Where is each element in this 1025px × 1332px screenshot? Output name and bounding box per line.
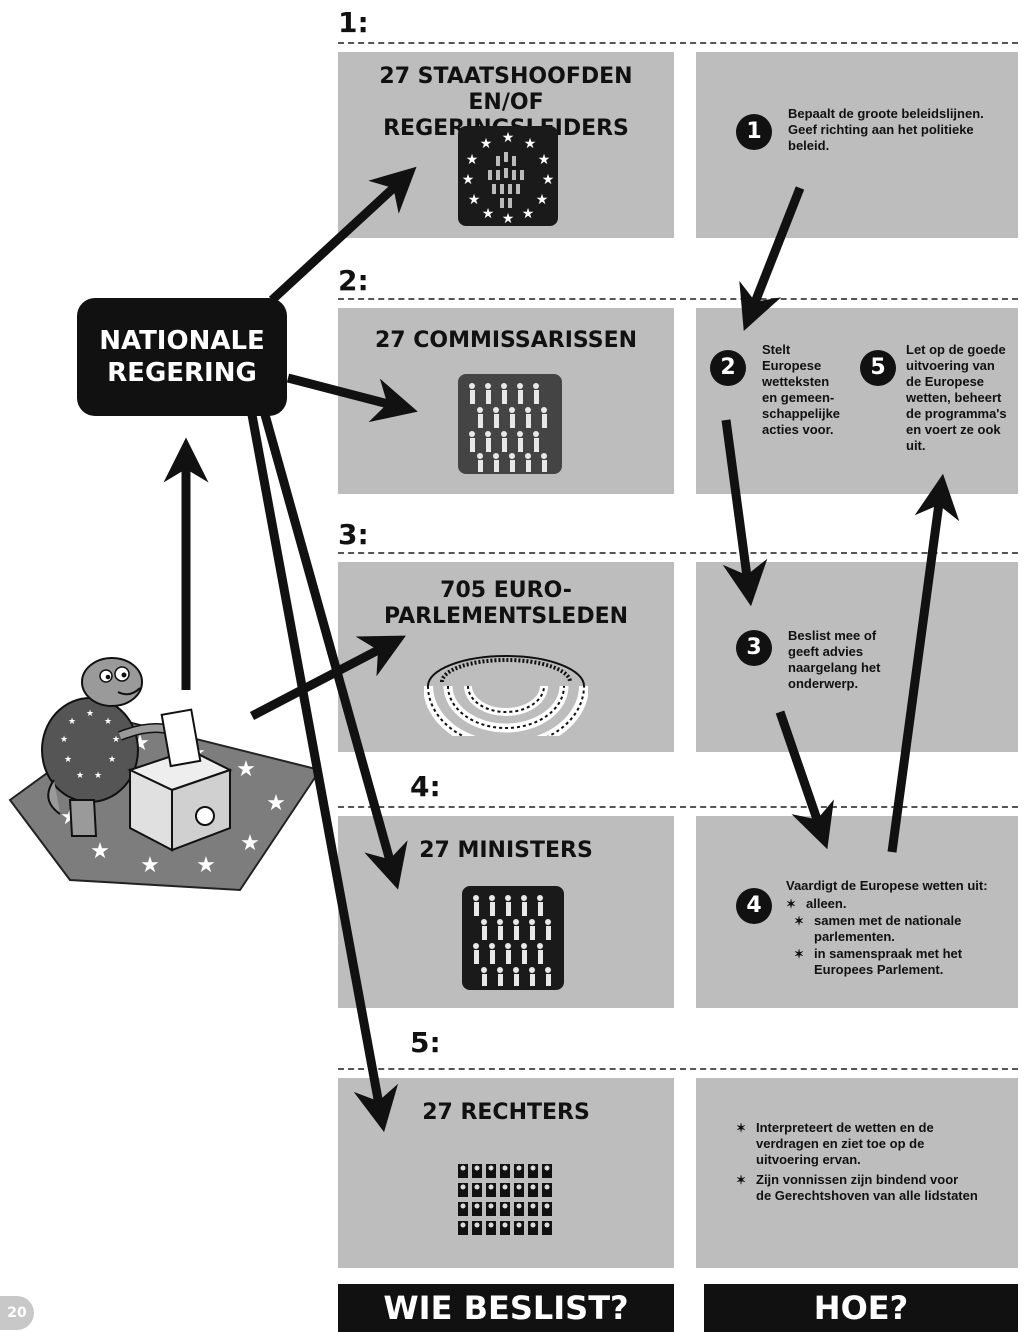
step-badge-2: 2 [710, 350, 746, 386]
footer-how: HOE? [704, 1284, 1018, 1332]
parliament-hemicycle-icon [424, 655, 588, 736]
step-3-text: Beslist mee of geeft advies naargelang h… [788, 628, 881, 691]
section-divider [338, 298, 1018, 300]
section-3-how-panel: 3 Beslist mee of geeft advies naargelang… [696, 562, 1018, 752]
step-2-text: Stelt Europese wetteksten en gemeen- sch… [762, 342, 841, 437]
section-divider [338, 1068, 1018, 1070]
svg-text:★: ★ [140, 853, 160, 878]
svg-text:★: ★ [522, 206, 535, 222]
footer-who-decides: WIE BESLIST? [338, 1284, 674, 1332]
section-5-how-panel: Interpreteert de wetten en de verdragen … [696, 1078, 1018, 1268]
svg-text:★: ★ [108, 755, 116, 765]
page-number: 20 [0, 1296, 34, 1330]
step-badge-3: 3 [736, 630, 772, 666]
arrow-to-section-1 [268, 166, 417, 304]
judges-grid-icon [458, 1164, 552, 1235]
svg-text:★: ★ [462, 172, 475, 188]
svg-text:★: ★ [482, 206, 495, 222]
svg-text:★: ★ [240, 831, 260, 856]
section-2-how-panel: 2 Stelt Europese wetteksten en gemeen- s… [696, 308, 1018, 494]
svg-text:★: ★ [266, 791, 286, 816]
arrow-step-3-to-4 [775, 710, 834, 850]
section-divider [338, 42, 1018, 44]
svg-text:★: ★ [104, 717, 112, 727]
svg-text:★: ★ [480, 136, 493, 152]
arrow-to-section-4 [257, 402, 408, 890]
step-4-bullet: alleen. [786, 896, 1006, 912]
svg-text:★: ★ [60, 735, 68, 745]
arrow-to-section-2 [286, 373, 418, 423]
arrow-step-4-to-5 [887, 473, 960, 853]
svg-text:★: ★ [468, 192, 481, 208]
step-4-bullet: in samenspraak met het Europees Parlemen… [794, 946, 1006, 978]
people-group-icon [462, 886, 564, 990]
svg-text:★: ★ [524, 136, 537, 152]
step-badge-4: 4 [736, 888, 772, 924]
section-3-title: 705 EURO- PARLEMENTSLEDEN [383, 578, 629, 629]
section-5-title: 27 RECHTERS [422, 1100, 590, 1125]
arrow-to-section-3 [249, 635, 406, 720]
arrow-to-section-5 [245, 403, 399, 1133]
svg-text:★: ★ [90, 839, 110, 864]
section-5-bullet: Interpreteert de wetten en de verdragen … [736, 1120, 1006, 1168]
section-number-4: 4: [410, 770, 441, 803]
svg-text:★: ★ [112, 735, 120, 745]
section-4-how-panel: 4 Vaardigt de Europese wetten uit: allee… [696, 816, 1018, 1008]
step-4-bullets: alleen. samen met de nationale parlement… [786, 896, 1006, 979]
national-government-box: NATIONALE REGERING [77, 298, 287, 416]
svg-text:★: ★ [86, 709, 94, 719]
section-divider [338, 806, 1018, 808]
arrow-step-1-to-2 [739, 186, 805, 331]
eu-stars-people-icon: ★★★★ ★★★★ ★★★★ [458, 126, 558, 226]
step-5-text: Let op de goede uitvoering van de Europe… [906, 342, 1007, 453]
section-4-title: 27 MINISTERS [419, 838, 593, 863]
section-5-bullets: Interpreteert de wetten en de verdragen … [736, 1120, 1006, 1205]
svg-text:★: ★ [196, 853, 216, 878]
svg-text:★: ★ [502, 211, 515, 226]
svg-text:★: ★ [502, 130, 515, 146]
svg-text:★: ★ [538, 152, 551, 168]
step-4-text: Vaardigt de Europese wetten uit: [786, 878, 988, 893]
svg-text:★: ★ [64, 755, 72, 765]
section-divider [338, 552, 1018, 554]
arrow-step-2-to-3 [721, 419, 768, 607]
svg-text:★: ★ [68, 717, 76, 727]
step-1-text: Bepaalt de groote beleidslijnen. Geef ri… [788, 106, 984, 153]
svg-text:★: ★ [94, 771, 102, 781]
step-4-bullet: samen met de nationale parlementen. [794, 913, 1006, 945]
section-number-1: 1: [338, 6, 369, 39]
step-badge-5: 5 [860, 350, 896, 386]
svg-text:★: ★ [466, 152, 479, 168]
section-number-5: 5: [410, 1026, 441, 1059]
section-1-how-panel: 1 Bepaalt de groote beleidslijnen. Geef … [696, 52, 1018, 238]
section-number-3: 3: [338, 518, 369, 551]
turtle-voting-illustration: ★★★★ ★★★★ ★★ ★★★★ ★★★★★ [8, 657, 320, 892]
section-number-2: 2: [338, 264, 369, 297]
step-badge-1: 1 [736, 114, 772, 150]
section-2-title: 27 COMMISSARISSEN [374, 328, 638, 353]
people-group-icon [458, 374, 562, 474]
svg-text:★: ★ [76, 771, 84, 781]
svg-text:★: ★ [236, 757, 256, 782]
section-5-bullet: Zijn vonnissen zijn bindend voor de Gere… [736, 1172, 1006, 1204]
svg-text:★: ★ [542, 172, 555, 188]
svg-text:★: ★ [536, 192, 549, 208]
